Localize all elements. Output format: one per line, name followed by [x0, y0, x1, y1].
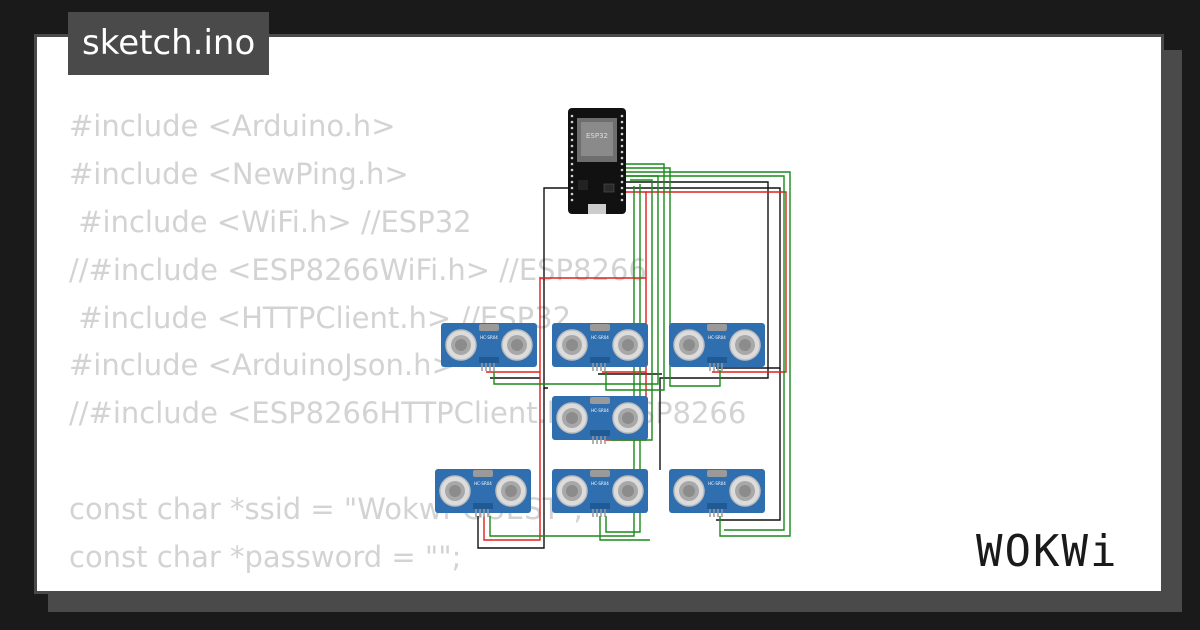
ultrasonic-sensor: HC-SR04 [434, 468, 532, 518]
esp32-board: ESP32 [568, 108, 626, 214]
sensor-label: HC-SR04 [591, 408, 609, 413]
code-line: #include <HTTPClient.h> //ESP32 [69, 300, 572, 335]
ultrasonic-sensor: HC-SR04 [668, 322, 766, 372]
ultrasonic-sensor: HC-SR04 [668, 468, 766, 518]
file-name-tab: sketch.ino [68, 12, 270, 75]
ultrasonic-sensor: HC-SR04 [551, 322, 649, 372]
sensor-label: HC-SR04 [708, 481, 726, 486]
wokwi-logo: WOKWi [976, 526, 1119, 577]
ultrasonic-sensor: HC-SR04 [440, 322, 538, 372]
sensor-label: HC-SR04 [708, 335, 726, 340]
ultrasonic-sensor: HC-SR04 [551, 468, 649, 518]
esp32-label: ESP32 [586, 132, 608, 140]
code-line: #include <ArduinoJson.h> [69, 348, 456, 383]
sensor-label: HC-SR04 [591, 481, 609, 486]
code-line: #include <WiFi.h> //ESP32 [69, 204, 472, 239]
ultrasonic-sensor: HC-SR04 [551, 395, 649, 445]
code-line: //#include <ESP8266WiFi.h> //ESP8266 [69, 252, 647, 287]
sensor-label: HC-SR04 [474, 481, 492, 486]
sensor-label: HC-SR04 [591, 335, 609, 340]
code-line: #include <Arduino.h> [69, 109, 396, 143]
sensor-label: HC-SR04 [480, 335, 498, 340]
code-line: #include <NewPing.h> [69, 156, 409, 191]
code-line: //#include <ESP8266HTTPClient.h> //ESP82… [69, 396, 747, 431]
code-line: const char *password = ""; [69, 540, 462, 575]
